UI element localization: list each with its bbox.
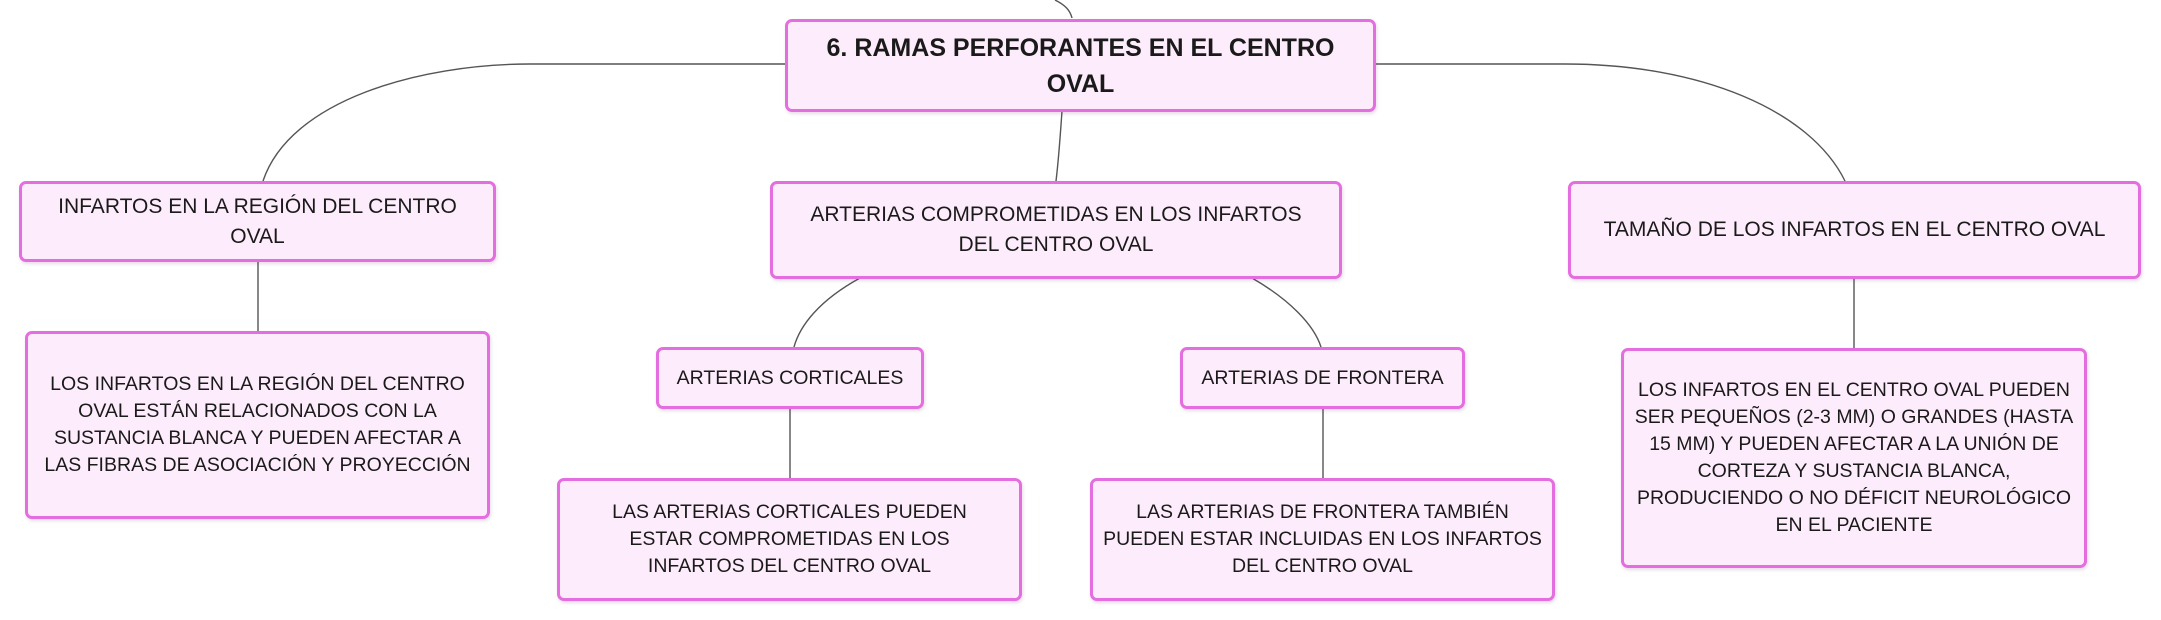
node-arterias-corticales-detail-text: LAS ARTERIAS CORTICALES PUEDEN ESTAR COM… (612, 501, 967, 577)
node-arterias-corticales[interactable]: ARTERIAS CORTICALES (656, 347, 924, 409)
connector-center-to-frontera (1251, 277, 1322, 348)
connector-root-incoming (1054, 0, 1073, 19)
node-infartos-region-label: INFARTOS EN LA REGIÓN DEL CENTRO OVAL (58, 194, 457, 248)
node-arterias-frontera[interactable]: ARTERIAS DE FRONTERA (1180, 347, 1465, 409)
node-tamano-infartos-detail-text: LOS INFARTOS EN EL CENTRO OVAL PUEDEN SE… (1634, 379, 2074, 536)
node-tamano-infartos[interactable]: TAMAÑO DE LOS INFARTOS EN EL CENTRO OVAL (1568, 181, 2141, 279)
node-arterias-comprometidas-label: ARTERIAS COMPROMETIDAS EN LOS INFARTOS D… (810, 203, 1302, 256)
node-arterias-frontera-detail-text: LAS ARTERIAS DE FRONTERA TAMBIÉN PUEDEN … (1103, 501, 1542, 577)
connector-root-to-left (262, 63, 787, 182)
node-tamano-infartos-detail[interactable]: LOS INFARTOS EN EL CENTRO OVAL PUEDEN SE… (1621, 348, 2087, 568)
node-infartos-region-detail[interactable]: LOS INFARTOS EN LA REGIÓN DEL CENTRO OVA… (25, 331, 490, 519)
node-infartos-region-detail-text: LOS INFARTOS EN LA REGIÓN DEL CENTRO OVA… (44, 373, 471, 476)
node-arterias-comprometidas[interactable]: ARTERIAS COMPROMETIDAS EN LOS INFARTOS D… (770, 181, 1342, 279)
root-node-label: 6. RAMAS PERFORANTES EN EL CENTRO OVAL (826, 33, 1335, 98)
connector-root-to-right (1374, 63, 1846, 182)
node-infartos-region[interactable]: INFARTOS EN LA REGIÓN DEL CENTRO OVAL (19, 181, 496, 262)
node-arterias-frontera-detail[interactable]: LAS ARTERIAS DE FRONTERA TAMBIÉN PUEDEN … (1090, 478, 1555, 601)
node-tamano-infartos-label: TAMAÑO DE LOS INFARTOS EN EL CENTRO OVAL (1603, 218, 2106, 241)
connector-root-to-center (1055, 110, 1063, 182)
root-node[interactable]: 6. RAMAS PERFORANTES EN EL CENTRO OVAL (785, 19, 1376, 112)
node-arterias-corticales-detail[interactable]: LAS ARTERIAS CORTICALES PUEDEN ESTAR COM… (557, 478, 1022, 601)
node-arterias-corticales-label: ARTERIAS CORTICALES (676, 366, 904, 389)
node-arterias-frontera-label: ARTERIAS DE FRONTERA (1201, 366, 1444, 389)
connector-center-to-corticales (793, 277, 861, 348)
